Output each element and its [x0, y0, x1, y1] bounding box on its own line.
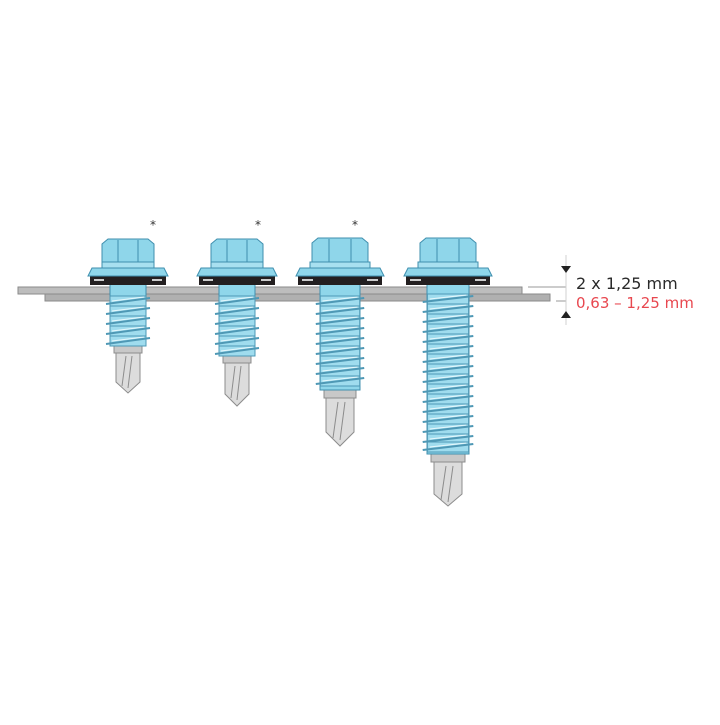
asterisk-marker: *: [352, 218, 358, 232]
dimension-markers: [528, 255, 571, 325]
bottom-sheet: [44, 293, 551, 302]
top-sheet-thickness-label: 2 x 1,25 mm: [576, 274, 678, 293]
arrow-down-icon: [561, 266, 571, 273]
screw-1: *: [87, 218, 169, 394]
steel-sheets: [17, 286, 551, 302]
screw-3: *: [295, 218, 385, 447]
screw-4: [403, 237, 493, 507]
asterisk-marker: *: [255, 218, 261, 232]
arrow-up-icon: [561, 311, 571, 318]
bottom-sheet-thickness-label: 0,63 – 1,25 mm: [576, 294, 694, 312]
asterisk-marker: *: [150, 218, 156, 232]
screw-2: *: [196, 218, 278, 407]
